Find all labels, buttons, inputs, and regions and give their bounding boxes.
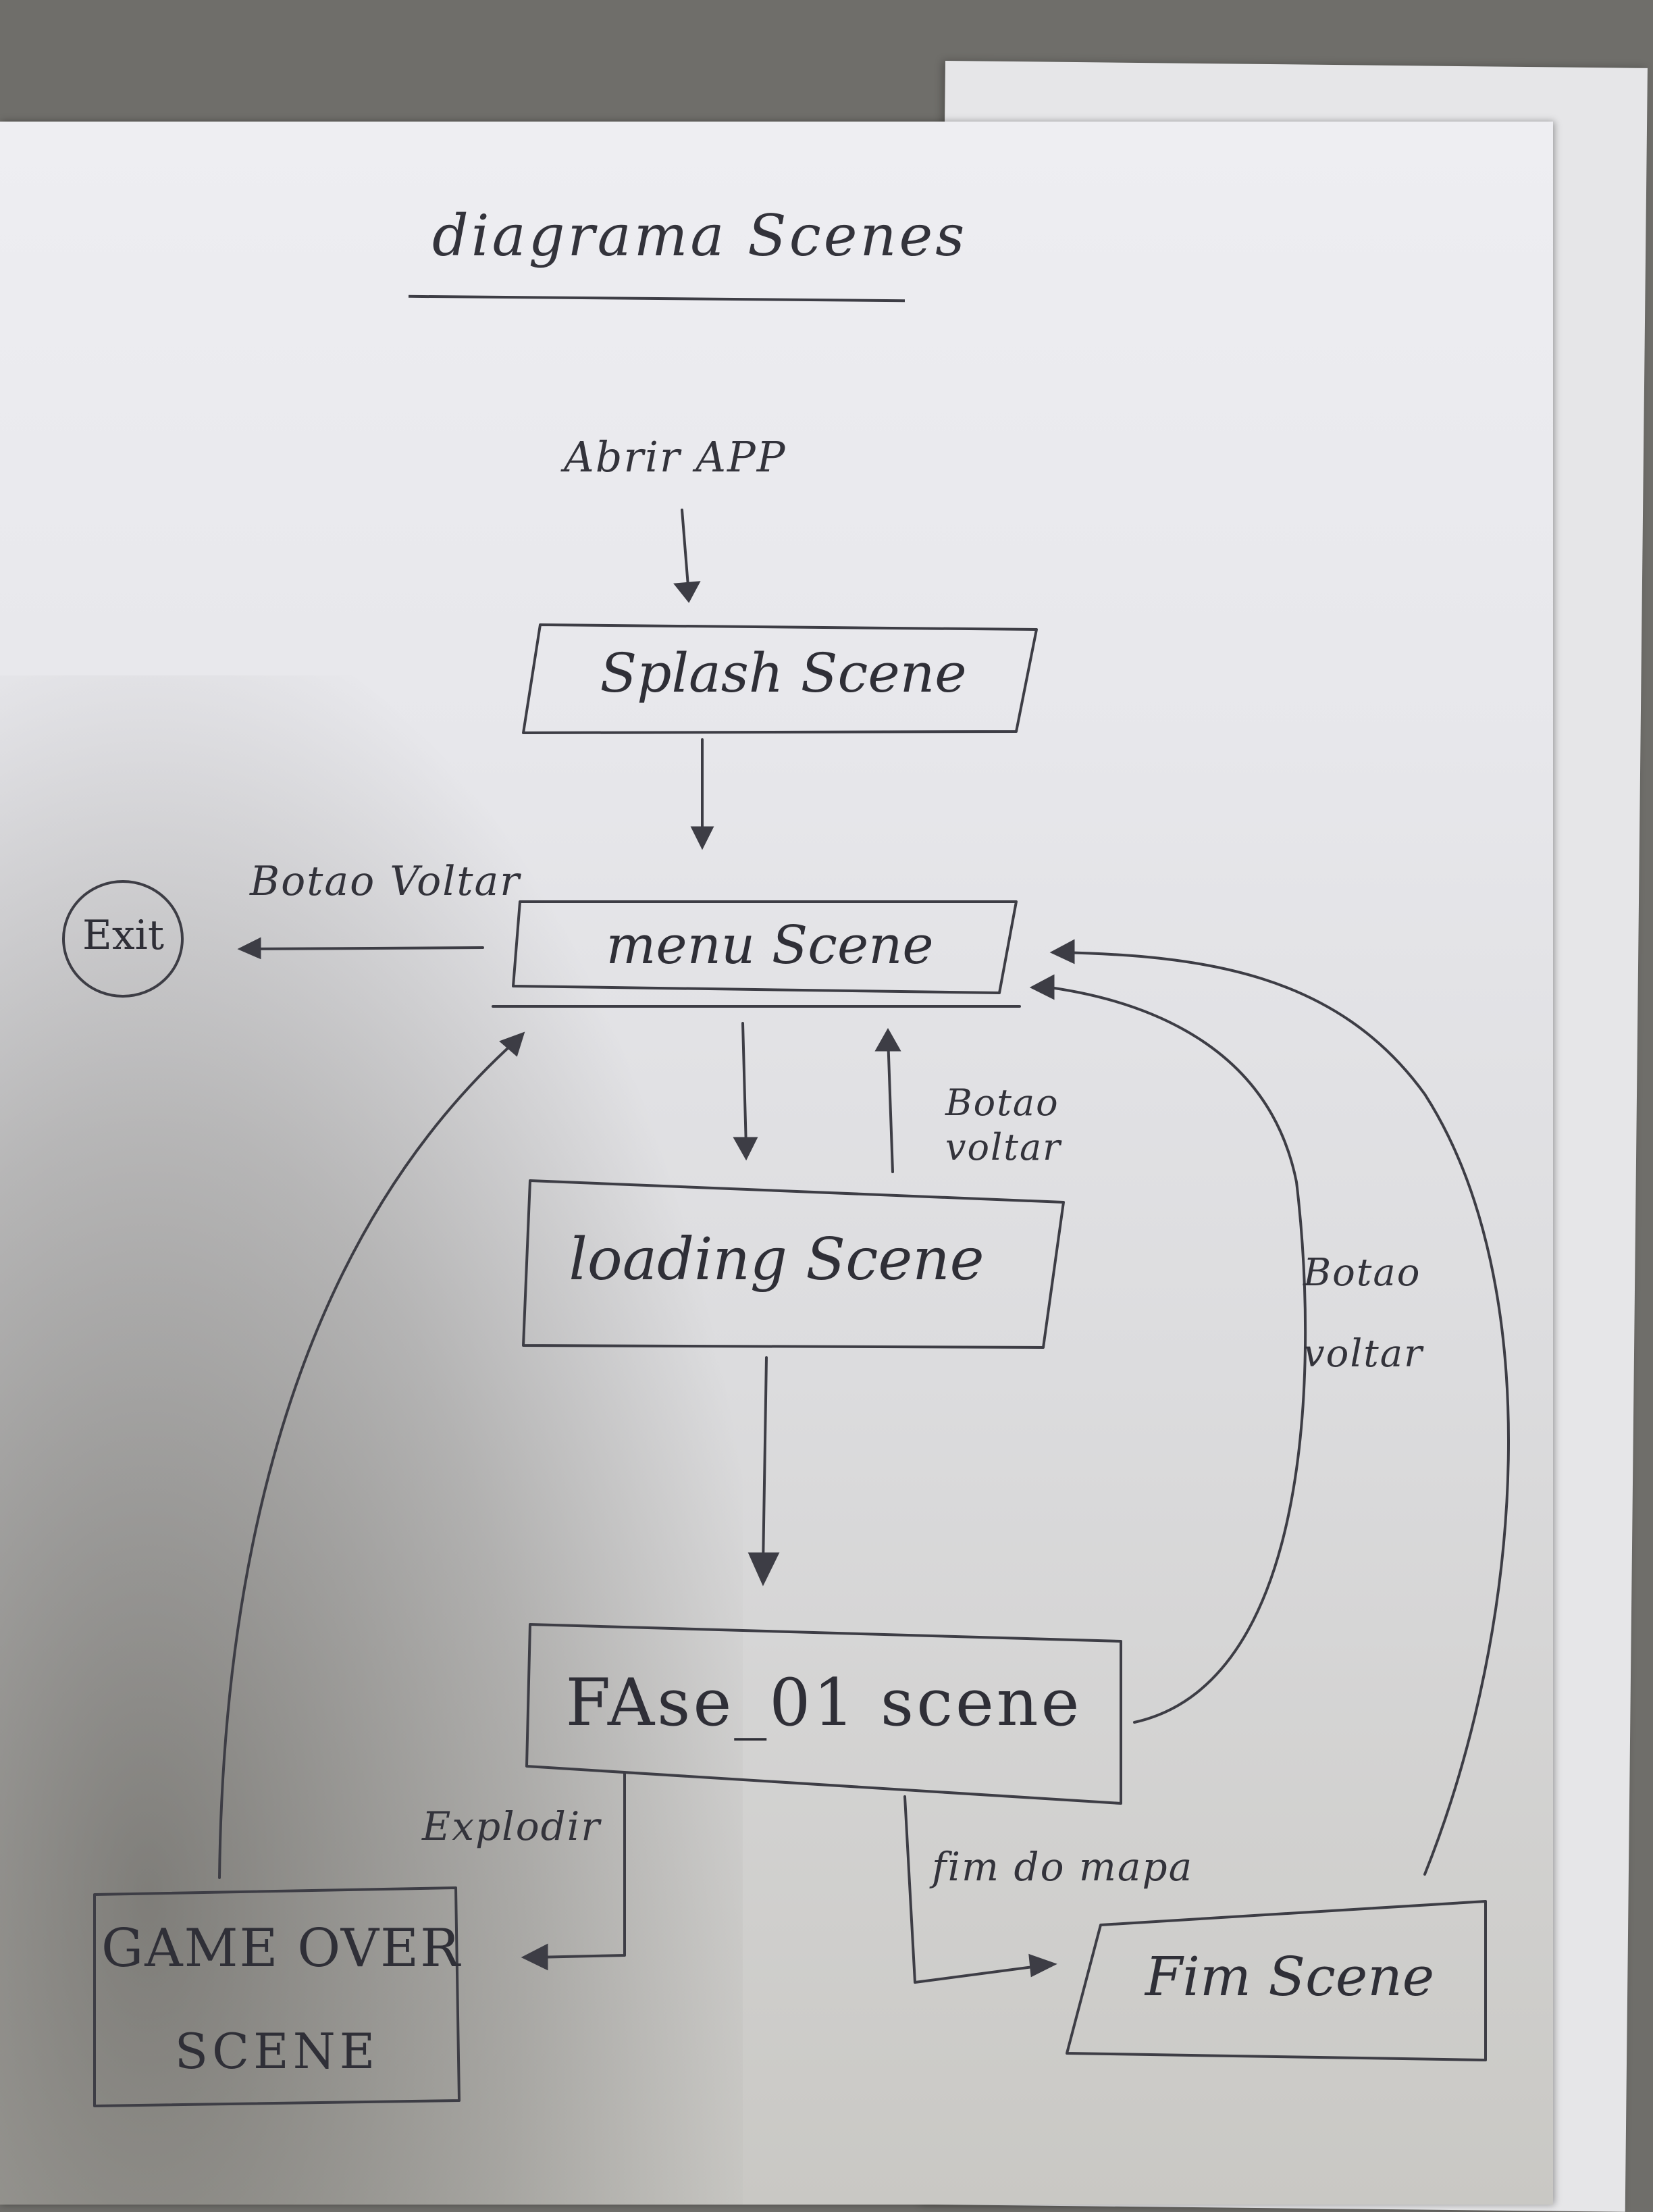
edge-label-fase-menu: Botao voltar bbox=[1303, 1251, 1423, 1376]
edge-label-fase-gameover: Explodir bbox=[422, 1803, 602, 1849]
edge-label-loading-menu: Botao voltar bbox=[945, 1081, 1061, 1168]
exit-label: Exit bbox=[82, 912, 164, 959]
arrow-fase-gameover bbox=[532, 1772, 626, 1959]
fase-scene-box bbox=[525, 1623, 1122, 1805]
fim-scene-label: Fim Scene bbox=[1145, 1945, 1435, 2008]
arrow-fase-fim bbox=[903, 1795, 1045, 1984]
entry-label: Abrir APP bbox=[564, 432, 787, 482]
arrow-loading-menu bbox=[887, 1035, 894, 1173]
diagram-title: diagrama Scenes bbox=[432, 203, 968, 269]
gameover-scene-label-line1: GAME OVER bbox=[101, 1918, 461, 1979]
loading-scene-box bbox=[522, 1179, 1065, 1349]
arrow-menu-exit bbox=[248, 946, 484, 950]
menu-scene-label: menu Scene bbox=[606, 915, 934, 976]
exit-node bbox=[62, 880, 184, 998]
loading-scene-label: loading Scene bbox=[569, 1226, 985, 1293]
gameover-scene-box bbox=[93, 1886, 461, 2107]
arrow-entry-splash bbox=[681, 509, 690, 596]
edge-label-menu-exit: Botao Voltar bbox=[250, 858, 521, 905]
fase-scene-label: FAse_01 scene bbox=[565, 1665, 1082, 1741]
splash-scene-label: Splash Scene bbox=[600, 642, 967, 704]
gameover-scene-label-line2: SCENE bbox=[174, 2023, 379, 2080]
menu-scene-box bbox=[492, 900, 1021, 1008]
arrow-gameover-menu bbox=[218, 1039, 518, 1879]
edge-label-fase-fim: fim do mapa bbox=[932, 1844, 1194, 1890]
splash-scene-box bbox=[522, 623, 1038, 734]
arrow-menu-loading bbox=[741, 1022, 747, 1150]
arrow-loading-fase bbox=[762, 1356, 768, 1568]
fim-scene-box bbox=[1066, 1900, 1487, 2061]
arrow-fim-menu bbox=[1059, 951, 1510, 1876]
arrow-fase-menu bbox=[1039, 985, 1307, 1724]
